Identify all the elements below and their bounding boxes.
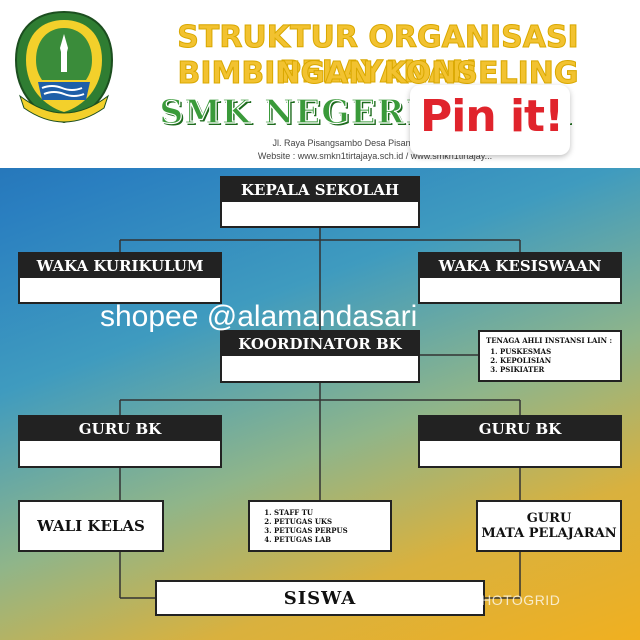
tenaga-ahli-box: TENAGA AHLI INSTANSI LAIN : PUSKESMAS KE… xyxy=(478,330,622,382)
pin-it-badge[interactable]: Pin it! xyxy=(410,85,570,155)
west-java-emblem-logo xyxy=(14,10,114,124)
tenaga-ahli-title: TENAGA AHLI INSTANSI LAIN : xyxy=(486,336,613,345)
tenaga-ahli-item: PUSKESMAS xyxy=(500,347,614,356)
staff-item: PETUGAS UKS xyxy=(274,517,384,526)
siswa-label: SISWA xyxy=(283,587,357,609)
photogrid-watermark: takeenanekata | PHOTOGRID xyxy=(360,592,560,608)
staff-box: STAFF TU PETUGAS UKS PETUGAS PERPUS PETU… xyxy=(248,500,392,552)
tenaga-ahli-item: PSIKIATER xyxy=(500,365,614,374)
waka-kesiswaan-label: WAKA KESISWAAN xyxy=(420,254,620,278)
staff-item: STAFF TU xyxy=(274,508,384,517)
koordinator-bk-box: KOORDINATOR BK xyxy=(220,330,420,383)
photogrid-handle: takeenanekata xyxy=(360,592,459,608)
title-line-1: STRUKTUR ORGANISASI PELAYANAN xyxy=(177,20,579,91)
shopee-watermark: shopee @alamandasari xyxy=(100,300,418,333)
guru-bk-right-box: GURU BK xyxy=(418,415,622,468)
guru-bk-right-label: GURU BK xyxy=(420,417,620,441)
staff-item: PETUGAS LAB xyxy=(274,535,384,544)
guru-bk-left-box: GURU BK xyxy=(18,415,222,468)
header-panel: STRUKTUR ORGANISASI PELAYANAN BIMBINGAN … xyxy=(0,0,640,168)
school-address: Jl. Raya Pisangsambo Desa Pisangsambo Ke… xyxy=(272,138,478,148)
kepala-sekolah-label: KEPALA SEKOLAH xyxy=(222,178,418,202)
guru-mapel-line1: GURU xyxy=(526,511,572,526)
waka-kurikulum-box: WAKA KURIKULUM xyxy=(18,252,222,304)
waka-kurikulum-label: WAKA KURIKULUM xyxy=(20,254,220,278)
guru-mapel-box: GURU MATA PELAJARAN xyxy=(476,500,622,552)
staff-item: PETUGAS PERPUS xyxy=(274,526,384,535)
koordinator-bk-label: KOORDINATOR BK xyxy=(222,332,418,356)
guru-mapel-line2: MATA PELAJARAN xyxy=(481,526,617,541)
wali-kelas-box: WALI KELAS xyxy=(18,500,164,552)
tenaga-ahli-item: KEPOLISIAN xyxy=(500,356,614,365)
wali-kelas-label: WALI KELAS xyxy=(37,517,145,535)
kepala-sekolah-box: KEPALA SEKOLAH xyxy=(220,176,420,228)
photogrid-label: PHOTOGRID xyxy=(471,592,561,608)
waka-kesiswaan-box: WAKA KESISWAAN xyxy=(418,252,622,304)
school-website: Website : www.smkn1tirtajaya.sch.id / ww… xyxy=(257,151,493,161)
pin-it-label: Pin it! xyxy=(420,91,564,142)
guru-bk-left-label: GURU BK xyxy=(20,417,220,441)
siswa-box: SISWA xyxy=(155,580,485,616)
photogrid-separator: | xyxy=(462,592,472,608)
